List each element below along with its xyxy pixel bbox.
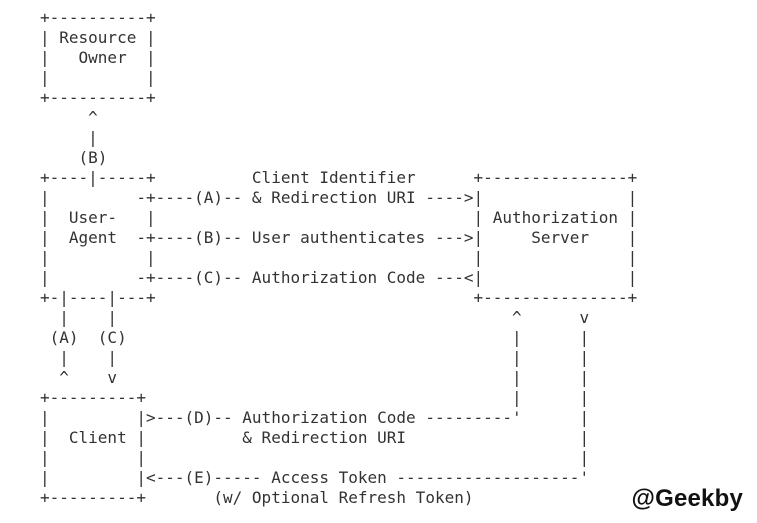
- diagram-line: | -+----(C)-- Authorization Code ---<| |: [40, 268, 638, 287]
- diagram-line: +----|-----+ Client Identifier +--------…: [40, 168, 638, 187]
- diagram-line: +----------+: [40, 88, 156, 107]
- diagram-line: | Client | & Redirection URI |: [40, 428, 590, 447]
- watermark: @Geekby: [631, 485, 743, 512]
- diagram-line: +-|----|---+ +---------------+: [40, 288, 638, 307]
- diagram-line: +---------+ (w/ Optional Refresh Token): [40, 488, 474, 507]
- ascii-flow-diagram: +----------+| Resource || Owner || |+---…: [40, 8, 637, 508]
- diagram-line: (B): [40, 148, 108, 167]
- diagram-line: +----------+: [40, 8, 156, 27]
- diagram-line: | |: [40, 68, 156, 87]
- diagram-line: | Owner |: [40, 48, 156, 67]
- diagram-line: ^ v | |: [40, 368, 590, 387]
- diagram-line: | | | |: [40, 248, 638, 267]
- diagram-line: | | ^ v: [40, 308, 590, 327]
- diagram-line: | Agent -+----(B)-- User authenticates -…: [40, 228, 638, 247]
- diagram-line: | -+----(A)-- & Redirection URI ---->| |: [40, 188, 638, 207]
- diagram-line: | | |: [40, 448, 590, 467]
- diagram-line: | Resource |: [40, 28, 156, 47]
- diagram-line: | |>---(D)-- Authorization Code --------…: [40, 408, 590, 427]
- diagram-line: | |<---(E)----- Access Token -----------…: [40, 468, 590, 487]
- diagram-line: | | | |: [40, 348, 590, 367]
- diagram-line: (A) (C) | |: [40, 328, 590, 347]
- diagram-line: +---------+ | |: [40, 388, 590, 407]
- diagram-line: | User- | | Authorization |: [40, 208, 638, 227]
- diagram-line: ^: [40, 108, 98, 127]
- diagram-line: |: [40, 128, 98, 147]
